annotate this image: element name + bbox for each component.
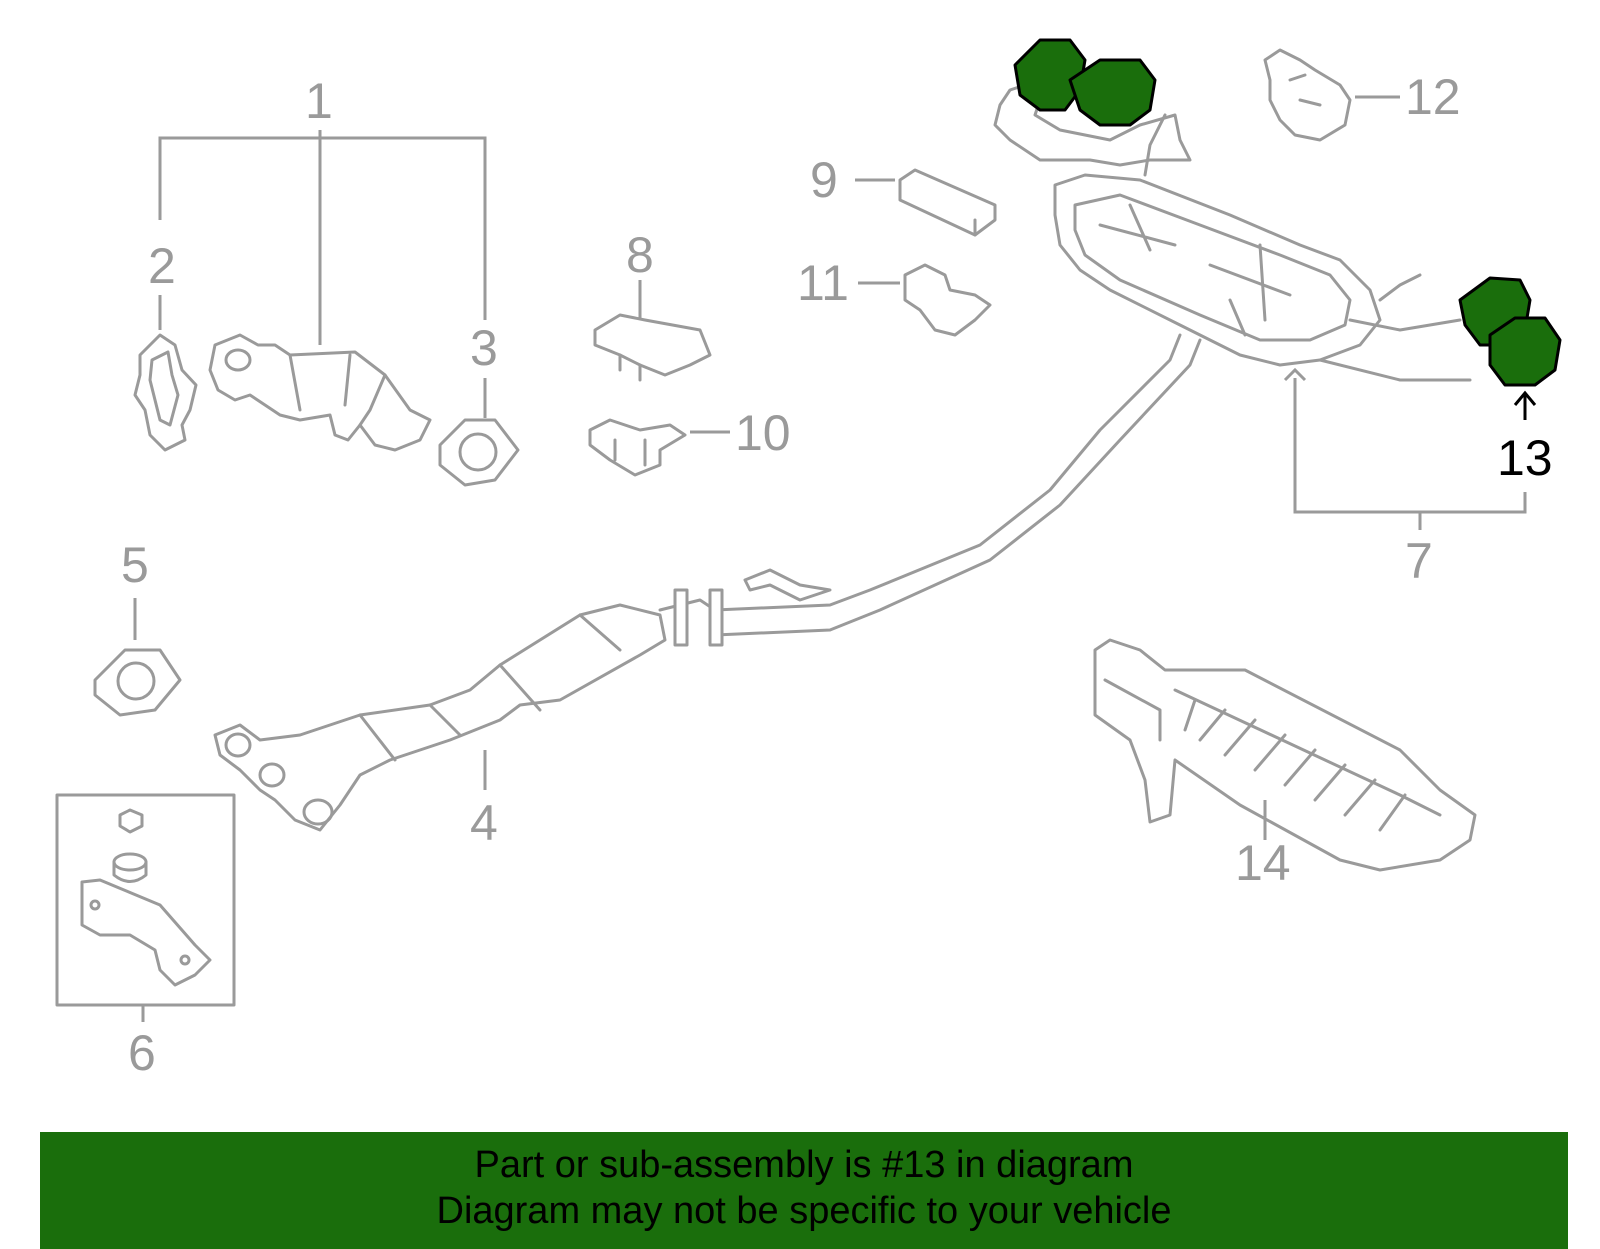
part-1-exhaust-manifold	[208, 333, 432, 452]
callout-8: 8	[626, 227, 654, 283]
callout-3: 3	[470, 320, 498, 376]
leader-1	[158, 130, 487, 345]
banner-line-2: Diagram may not be specific to your vehi…	[436, 1190, 1172, 1232]
part-6-bracket-kit	[55, 793, 236, 1007]
callout-1: 1	[305, 73, 333, 129]
callout-6: 6	[128, 1025, 156, 1081]
part-6-box	[55, 793, 236, 1007]
part-3-gasket	[438, 418, 520, 487]
callout-10: 10	[735, 405, 791, 461]
callout-2: 2	[148, 238, 176, 294]
leader-7-arrow	[1283, 367, 1307, 382]
part-7-rear-muffler	[993, 83, 1472, 382]
callout-4: 4	[470, 795, 498, 851]
part-5-gasket	[93, 648, 182, 717]
banner-line-1: Part or sub-assembly is #13 in diagram	[474, 1144, 1134, 1186]
part-12-bracket	[1263, 48, 1352, 142]
part-13-tailpipe-tips-upper	[1013, 38, 1157, 127]
callout-13: 13	[1497, 430, 1553, 486]
callout-12: 12	[1405, 69, 1461, 125]
part-11-bracket	[903, 263, 992, 337]
part-10-bracket	[588, 418, 687, 477]
part-14-underbody-shield	[1093, 638, 1477, 872]
part-13-tailpipe-tips-lower	[1458, 276, 1562, 387]
callout-7: 7	[1405, 533, 1433, 589]
part-2-gasket	[133, 333, 198, 452]
callout-5: 5	[121, 537, 149, 593]
callout-9: 9	[810, 152, 838, 208]
part-8-hanger-bracket	[593, 313, 712, 382]
callout-14: 14	[1235, 835, 1291, 891]
part-info-banner: Part or sub-assembly is #13 in diagram D…	[40, 1132, 1568, 1249]
part-4-front-pipe	[213, 333, 1202, 832]
leader-13	[1513, 390, 1537, 420]
part-9-heat-shield	[898, 168, 997, 237]
leader-7-bracket	[1293, 378, 1527, 514]
callout-11: 11	[797, 255, 849, 311]
